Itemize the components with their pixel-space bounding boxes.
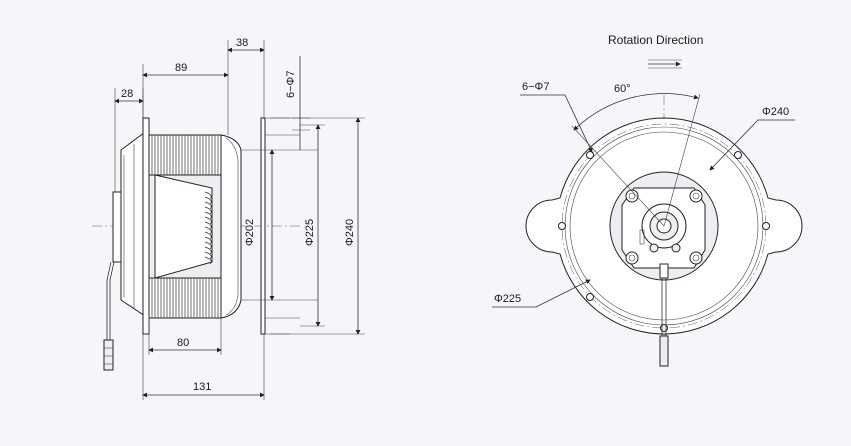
dim-28-label: 28 [121, 88, 133, 100]
front-cable-sleeve [659, 335, 669, 367]
rotor-blade [204, 191, 212, 200]
outer-dia-label: Φ240 [762, 106, 789, 118]
front-view: Rotation Direction 60° 6−Φ7 Φ240 Φ225 [492, 33, 803, 367]
rotation-direction-label: Rotation Direction [608, 33, 703, 47]
rotor-blade [204, 221, 212, 230]
rotor-blade [204, 241, 212, 250]
terminal-2 [671, 243, 681, 253]
front-flange [260, 117, 266, 335]
side-view: 38 89 28 6−Φ7 Φ202 Φ225 Φ240 80 131 [92, 37, 365, 400]
rotor-blade [204, 236, 212, 245]
dim-89-label: 89 [175, 62, 187, 74]
rotor-blade [204, 226, 212, 235]
dim-131-label: 131 [193, 381, 211, 393]
cable-sleeve [103, 339, 114, 371]
dim-38-label: 38 [236, 37, 248, 49]
dim-pcd-label: Φ225 [304, 219, 316, 246]
terminal-1 [649, 243, 659, 253]
rotor-blade [204, 201, 212, 210]
angle-label: 60° [614, 83, 631, 95]
pcd-label: Φ225 [494, 293, 521, 305]
impeller-blades-lower [151, 278, 219, 318]
motor-rotor [154, 174, 213, 279]
rotor-blade [204, 196, 212, 205]
rotor-blade [204, 251, 212, 260]
cable-gland [659, 263, 669, 279]
motor-bolts [625, 189, 703, 265]
dim-outer-dia-label: Φ240 [344, 219, 356, 246]
dim-80-label: 80 [177, 337, 189, 349]
rotor-blade [204, 206, 212, 215]
backplate [142, 117, 150, 335]
rotor-blade [204, 216, 212, 225]
rotor-blade [204, 256, 212, 265]
angle-arc [573, 93, 699, 131]
holes-label: 6−Φ7 [522, 81, 549, 93]
rotor-blade [204, 211, 212, 220]
rotor-blade [204, 246, 212, 255]
dim-inner-dia-label: Φ202 [244, 219, 256, 246]
motor-hub [112, 191, 122, 263]
rotor-blade [204, 231, 212, 240]
rotor-blades [204, 191, 212, 265]
impeller-blades-upper [151, 135, 219, 175]
dim-holes-label: 6−Φ7 [285, 71, 297, 98]
